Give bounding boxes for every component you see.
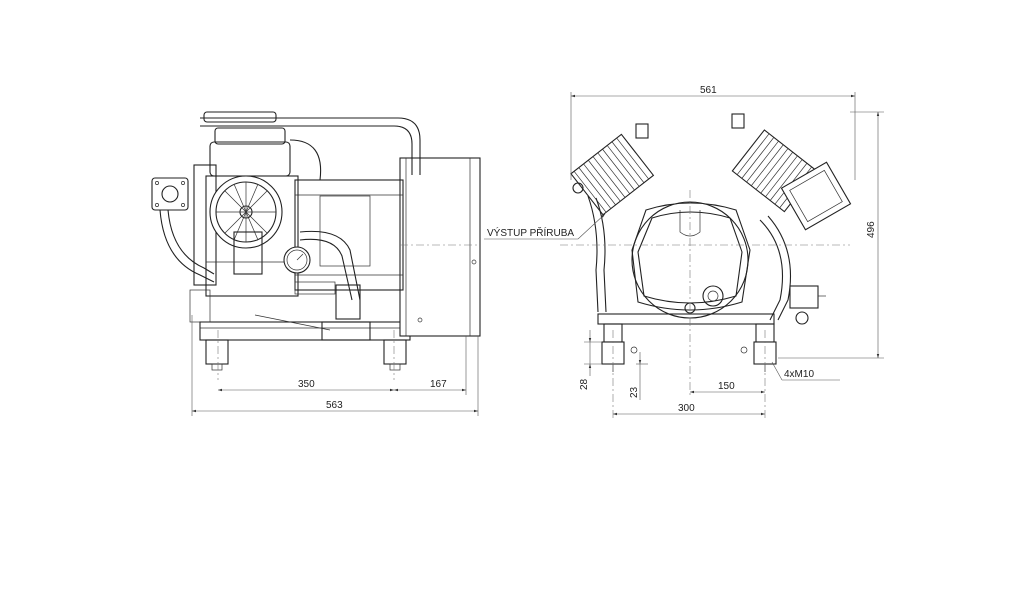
left-cylinder xyxy=(570,133,655,216)
piping xyxy=(159,117,421,301)
left-head-cap xyxy=(635,123,649,139)
outlet-flange-label: VÝSTUP PŘÍRUBA xyxy=(487,226,574,239)
dim-4xm10: 4xM10 xyxy=(784,369,814,380)
dim-150: 150 xyxy=(718,381,735,392)
front-piping xyxy=(587,195,791,321)
outlet-valve xyxy=(789,285,826,325)
dim-561: 561 xyxy=(700,85,717,96)
dim-167: 167 xyxy=(430,379,447,390)
filter-housing xyxy=(780,161,852,231)
dim-350: 350 xyxy=(298,379,315,390)
dim-23: 23 xyxy=(629,386,640,398)
compressor-head xyxy=(193,111,299,297)
pressure-gauge xyxy=(283,246,311,274)
base-frame xyxy=(199,321,411,371)
right-head-cap xyxy=(731,113,745,129)
outlet-flange-callout: VÝSTUP PŘÍRUBA xyxy=(484,213,606,240)
front-dimensions: 561 496 28 23 150 300 4xM10 xyxy=(570,85,884,416)
valve-block xyxy=(189,281,371,341)
fan-spokes xyxy=(216,182,276,242)
motor xyxy=(294,157,481,337)
side-dimensions: 350 167 563 xyxy=(191,315,479,416)
front-view xyxy=(560,113,852,420)
dim-28: 28 xyxy=(579,378,590,390)
dim-300: 300 xyxy=(678,403,695,414)
dim-563: 563 xyxy=(326,400,343,411)
left-fitting xyxy=(572,182,584,194)
crankcase xyxy=(631,201,751,319)
dim-496: 496 xyxy=(866,221,877,238)
front-base xyxy=(597,313,777,372)
inlet-flange xyxy=(151,177,189,211)
side-view xyxy=(151,111,481,380)
